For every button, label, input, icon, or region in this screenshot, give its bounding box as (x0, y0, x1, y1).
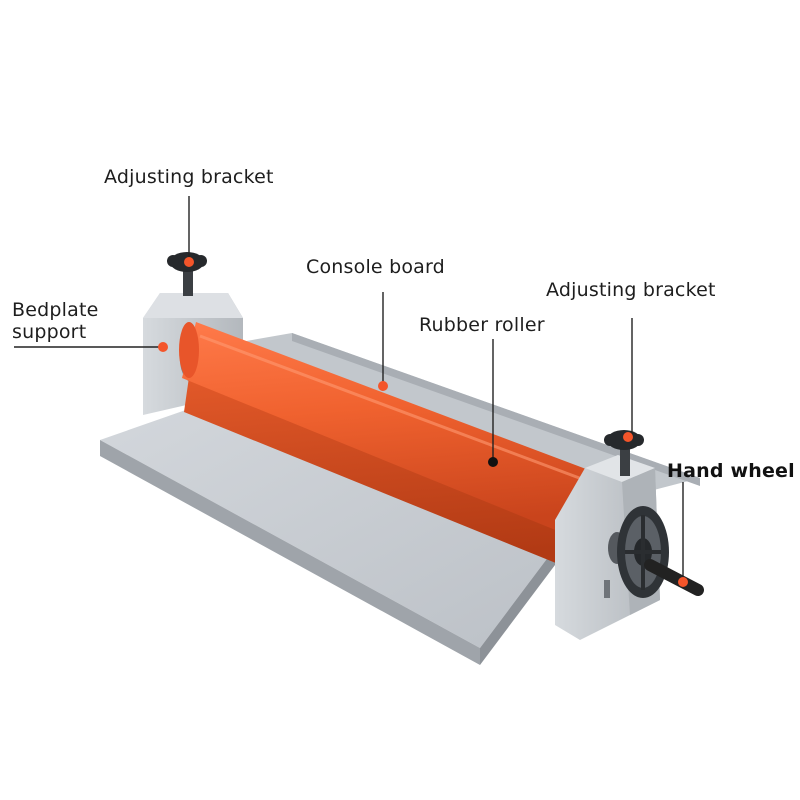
label-bedplate-support: Bedplate support (12, 299, 99, 343)
label-adjusting-bracket-right: Adjusting bracket (546, 279, 716, 301)
rubber-roller (179, 322, 594, 572)
marker-rubber-roller (488, 457, 498, 467)
marker-hand-wheel (678, 577, 688, 587)
callout-markers (158, 257, 688, 587)
label-rubber-roller: Rubber roller (419, 314, 545, 336)
label-console-board: Console board (306, 256, 445, 278)
marker-adjusting-bracket-left (184, 257, 194, 267)
label-adjusting-bracket-left: Adjusting bracket (104, 166, 274, 188)
marker-bedplate-support (158, 342, 168, 352)
base-plate (100, 405, 555, 665)
hand-wheel-icon[interactable] (617, 506, 704, 598)
marker-console-board (378, 381, 388, 391)
label-hand-wheel: Hand wheel (667, 460, 795, 482)
leader-lines (14, 196, 684, 580)
marker-adjusting-bracket-right (623, 432, 633, 442)
